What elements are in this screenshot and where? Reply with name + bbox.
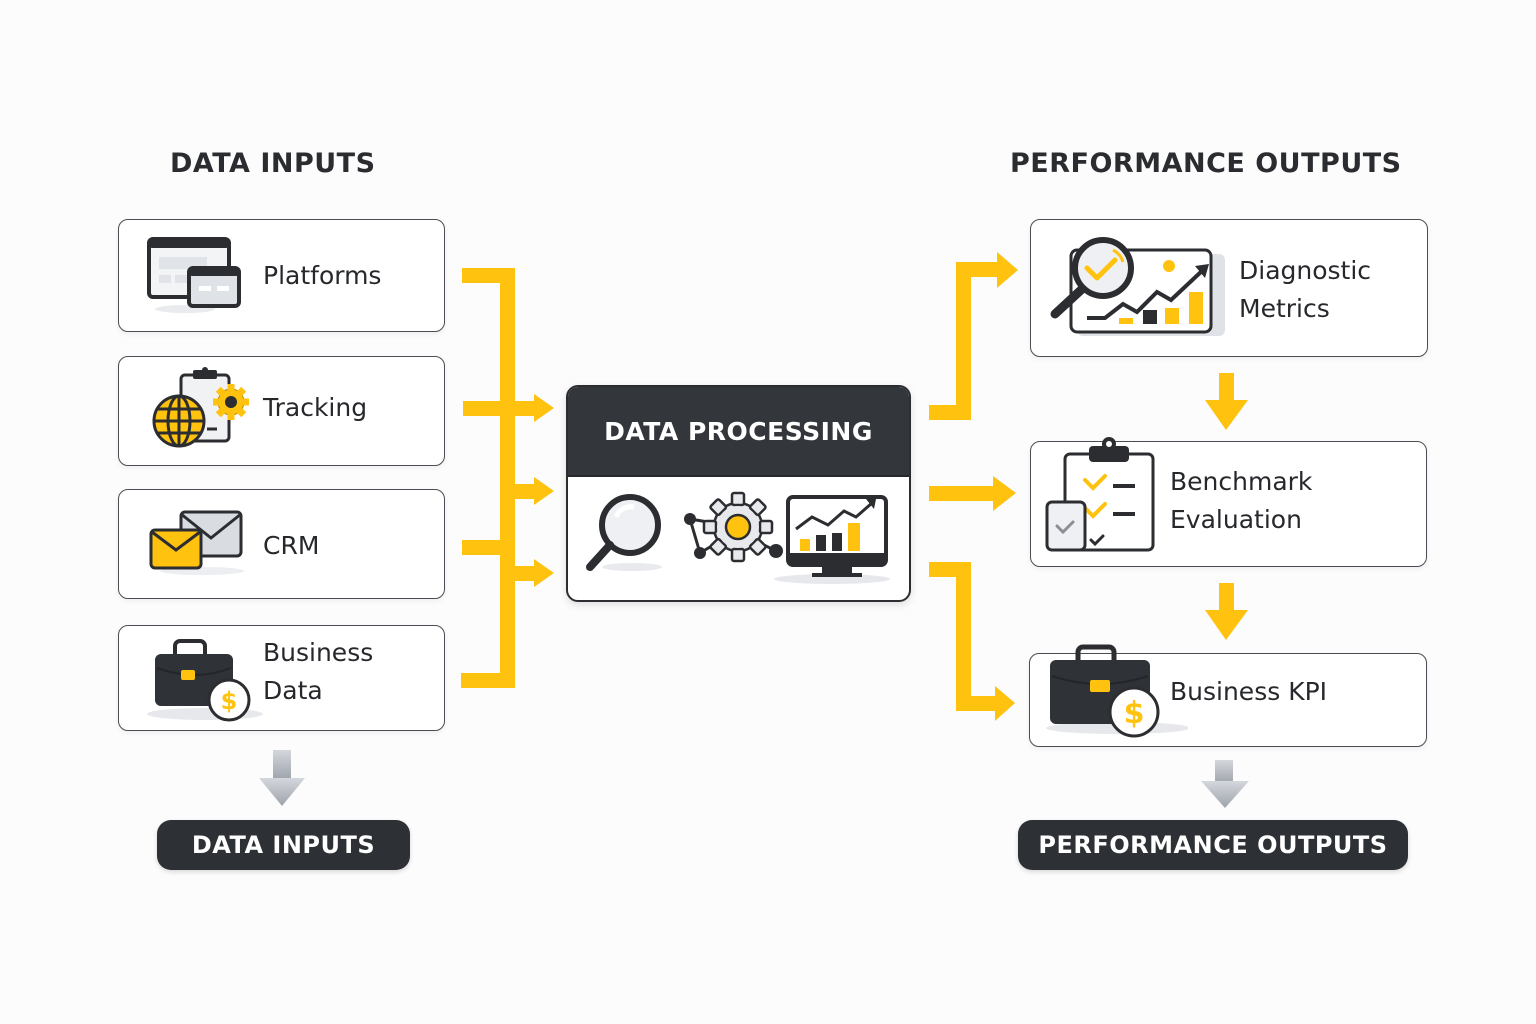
- business-data-branch: [461, 673, 515, 688]
- data-inputs-pill: DATA INPUTS: [157, 820, 410, 870]
- data-processing-title: DATA PROCESSING: [568, 387, 909, 477]
- clipboard-checklist-icon: [1045, 437, 1155, 552]
- benchmark-label-line2: Evaluation: [1170, 505, 1302, 534]
- arrow-into-processing-2: [515, 477, 554, 505]
- benchmark-label-line1: Benchmark: [1170, 467, 1313, 496]
- business-data-label-line2: Data: [263, 676, 323, 705]
- crm-branch: [462, 540, 515, 555]
- arrow-to-diagnostic: [929, 252, 1018, 420]
- magnifier-icon: [586, 494, 662, 571]
- diagnostic-label-line1: Diagnostic: [1239, 256, 1372, 285]
- arrow-to-inputs-pill: [259, 750, 305, 806]
- briefcase-dollar-icon: $: [147, 639, 263, 722]
- gear-network-icon: [684, 491, 783, 563]
- platforms-label: Platforms: [263, 261, 382, 290]
- data-processing-box[interactable]: DATA PROCESSING: [566, 385, 911, 602]
- arrow-to-outputs-pill: [1201, 760, 1249, 808]
- arrow-into-processing-1: [515, 394, 554, 422]
- browser-windows-icon: [147, 237, 241, 313]
- input-trunk-line: [500, 268, 515, 688]
- input-card-business-data[interactable]: $ Business Data: [118, 625, 445, 731]
- arrow-diagnostic-to-benchmark: [1205, 373, 1248, 430]
- platforms-branch: [462, 268, 515, 283]
- business-kpi-label: Business KPI: [1170, 677, 1328, 706]
- monitor-chart-icon: [774, 495, 890, 584]
- tracking-label: Tracking: [263, 393, 368, 422]
- arrow-benchmark-to-kpi: [1205, 583, 1248, 640]
- data-inputs-heading: DATA INPUTS: [170, 148, 376, 179]
- input-card-platforms[interactable]: Platforms: [118, 219, 445, 332]
- diagnostic-label-line2: Metrics: [1239, 294, 1330, 323]
- arrow-to-business-kpi: [929, 562, 1015, 721]
- crm-label: CRM: [263, 531, 320, 560]
- envelopes-icon: [149, 510, 244, 575]
- performance-outputs-pill: PERFORMANCE OUTPUTS: [1018, 820, 1408, 870]
- arrow-to-benchmark: [929, 476, 1016, 511]
- svg-text:$: $: [1124, 696, 1145, 731]
- output-card-diagnostic-metrics[interactable]: Diagnostic Metrics: [1030, 219, 1428, 357]
- arrow-into-processing-3: [515, 559, 554, 587]
- processing-icons: [586, 491, 890, 584]
- magnifier-chart-icon: [1050, 237, 1225, 336]
- svg-text:$: $: [221, 687, 238, 715]
- globe-clipboard-gear-icon: [152, 367, 249, 448]
- tracking-branch: [463, 401, 515, 416]
- output-card-benchmark-evaluation[interactable]: Benchmark Evaluation: [1030, 437, 1427, 567]
- output-card-business-kpi[interactable]: $ Business KPI: [1029, 644, 1427, 747]
- business-data-label-line1: Business: [263, 638, 374, 667]
- performance-outputs-heading: PERFORMANCE OUTPUTS: [1010, 148, 1402, 179]
- input-card-tracking[interactable]: Tracking: [118, 356, 445, 466]
- input-card-crm[interactable]: CRM: [118, 489, 445, 599]
- briefcase-dollar-icon: $: [1046, 644, 1188, 738]
